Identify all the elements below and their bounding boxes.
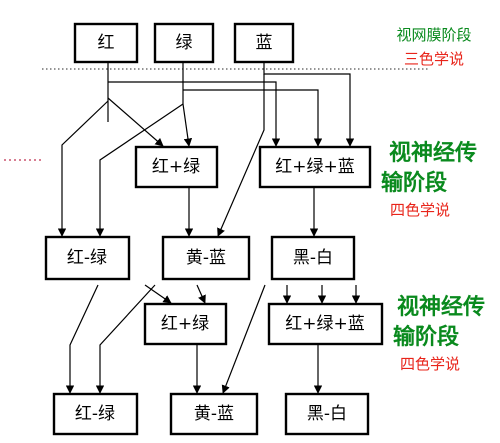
node-combo1-red-green-blue-label: 红+绿+蓝 (275, 157, 355, 177)
edge-opp1-yb-to-combo2-rg (196, 284, 206, 304)
transmission2-theory-label: 四色学说 (400, 355, 460, 373)
node-receptor-red: 红 (73, 22, 139, 64)
node-combo1-red-green: 红+绿 (134, 145, 219, 189)
node-opp2-black-white: 黑-白 (284, 392, 370, 436)
edge-opp1-rg-to-opp2-rg (65, 284, 99, 394)
node-opp2-red-green-label: 红-绿 (75, 404, 115, 424)
node-receptor-green-label: 绿 (176, 33, 193, 53)
edge-blue-to-combo1-rgb (263, 62, 355, 147)
edge-green-to-combo1-rg (182, 103, 193, 147)
edge-opp1-bw-to-opp2-yb (221, 284, 266, 394)
node-opp2-black-white-label: 黑-白 (307, 404, 347, 424)
transmission2-stage-line1: 视神经传 (397, 294, 485, 320)
transmission2-stage-line2: 输阶段 (393, 324, 459, 350)
node-opp1-yellow-blue: 黄-蓝 (161, 235, 251, 281)
node-receptor-blue: 蓝 (233, 22, 295, 64)
node-opp1-red-green-label: 红-绿 (67, 248, 107, 268)
node-combo2-red-green-label: 红+绿 (161, 314, 209, 334)
edge-blue-to-opp1-yb (217, 74, 265, 237)
node-opp2-yellow-blue-label: 黄-蓝 (194, 404, 234, 424)
node-opp2-yellow-blue: 黄-蓝 (169, 392, 259, 436)
retina-theory-label: 三色学说 (404, 50, 464, 68)
node-receptor-green: 绿 (153, 22, 215, 64)
node-combo1-red-green-label: 红+绿 (152, 157, 200, 177)
node-opp1-red-green: 红-绿 (44, 235, 131, 281)
node-combo2-red-green-blue-label: 红+绿+蓝 (285, 314, 365, 334)
node-opp2-red-green: 红-绿 (52, 392, 139, 436)
node-opp1-yellow-blue-label: 黄-蓝 (186, 248, 226, 268)
node-receptor-red-label: 红 (98, 33, 115, 53)
node-combo2-red-green: 红+绿 (143, 302, 228, 346)
node-opp1-black-white: 黑-白 (270, 235, 356, 281)
transmission1-stage-line2: 输阶段 (381, 170, 447, 196)
edges (57, 62, 361, 394)
transmission1-stage-line1: 视神经传 (389, 140, 477, 166)
node-opp1-black-white-label: 黑-白 (293, 248, 333, 268)
node-combo1-red-green-blue: 红+绿+蓝 (258, 145, 372, 189)
edge-red-to-opp1-rg (57, 100, 109, 237)
node-receptor-blue-label: 蓝 (256, 33, 273, 53)
edge-green-to-opp1-rg (95, 103, 184, 237)
node-combo2-red-green-blue: 红+绿+蓝 (267, 302, 384, 346)
edge-green-to-combo1-rgb (183, 89, 323, 147)
edge-red-to-combo1-rg (107, 97, 164, 147)
edge-opp1-rg-to-combo2-rg (144, 284, 172, 304)
edge-red-to-combo1-rgb (108, 81, 281, 147)
edge-opp1-rg-to-opp2-yb-cross (95, 284, 156, 394)
transmission1-theory-label: 四色学说 (390, 201, 450, 219)
retina-stage-label: 视网膜阶段 (396, 26, 471, 44)
